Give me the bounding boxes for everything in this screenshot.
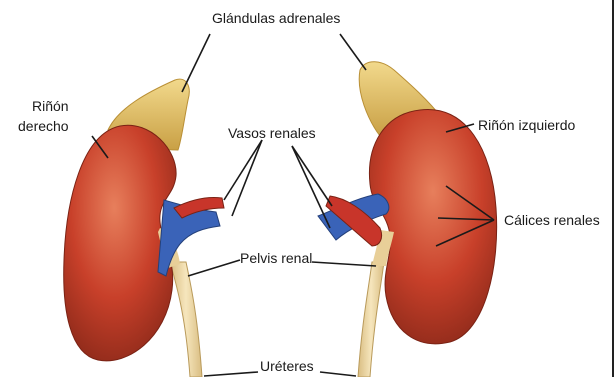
label-ureters: Uréteres — [260, 358, 314, 374]
right-kidney — [64, 125, 176, 361]
leader-vessels-right-b — [232, 140, 262, 216]
leader-vessels-left-a — [292, 146, 332, 206]
leader-adrenal-right — [182, 34, 210, 92]
leader-ureters — [204, 372, 258, 376]
leader-adrenal-left — [340, 34, 366, 70]
label-adrenal-glands: Glándulas adrenales — [212, 10, 340, 26]
leader-vessels-right-a — [224, 140, 262, 200]
label-right-kidney-line2: derecho — [18, 118, 69, 134]
label-renal-pelvis: Pelvis renal — [240, 250, 312, 266]
leader-ureters-b — [320, 372, 356, 376]
right-ureter — [170, 262, 202, 377]
left-ureter — [358, 262, 384, 377]
leader-pelvis-right — [188, 260, 240, 276]
leader-vessels-left-b — [292, 146, 330, 228]
label-left-kidney: Riñón izquierdo — [478, 117, 575, 133]
right-kidney-group — [64, 79, 224, 377]
label-calyces: Cálices renales — [504, 212, 600, 228]
label-renal-vessels: Vasos renales — [228, 125, 316, 141]
label-right-kidney-line1: Riñón — [32, 98, 69, 114]
leader-pelvis-left — [312, 262, 376, 266]
